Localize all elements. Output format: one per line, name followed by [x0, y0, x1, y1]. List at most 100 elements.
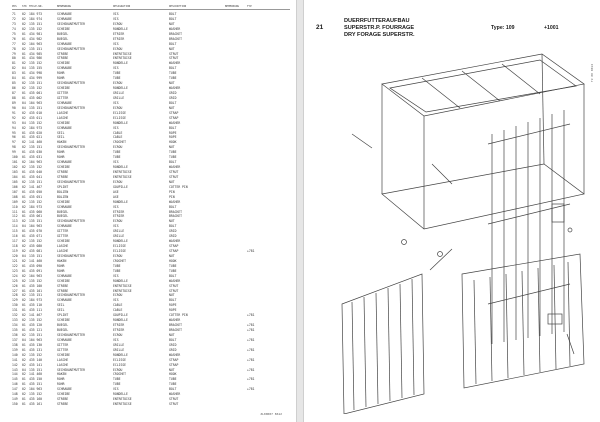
table-cell: 133: [12, 318, 18, 323]
table-cell: SECHSKANTMUTTER: [57, 105, 85, 110]
table-cell: SCHEIBE: [57, 61, 71, 66]
table-cell: SCHRAUBE: [57, 204, 72, 209]
table-cell: VIS: [113, 160, 119, 165]
table-cell: SEIL: [57, 308, 65, 313]
table-cell: WASHER: [169, 239, 181, 244]
table-cell: GRILLE: [113, 229, 125, 234]
table-cell: 184 973: [29, 204, 43, 209]
table-cell: STREBE: [57, 288, 69, 293]
table-cell: ENTRETOISE: [113, 174, 132, 179]
table-cell: BOLT: [169, 160, 177, 165]
table-cell: 04: [22, 337, 26, 342]
table-cell: TUBE: [113, 382, 121, 387]
table-cell: 434 999: [29, 76, 43, 81]
table-cell: 01: [22, 91, 26, 95]
table-cell: CABLE: [113, 308, 123, 313]
table-cell: 01: [22, 268, 26, 273]
table-cell: 135 151: [29, 293, 43, 298]
table-cell: SECHSKANTMUTTER: [57, 253, 85, 258]
table-cell: 115: [12, 229, 18, 234]
table-cell: SCHEIBE: [57, 352, 71, 357]
table-cell: STRUT: [169, 402, 179, 407]
table-cell: 72: [12, 16, 16, 21]
table-cell: ECROU: [113, 21, 123, 26]
table-cell: 184 973: [29, 125, 43, 130]
table-cell: +781: [247, 347, 255, 352]
table-cell: VIS: [113, 41, 119, 46]
table-cell: 93: [12, 120, 16, 125]
table-cell: BUEGEL: [57, 214, 69, 219]
table-cell: 01: [22, 377, 26, 382]
table-cell: 94: [12, 125, 16, 130]
table-cell: 01: [22, 323, 26, 328]
table-cell: BOLT: [169, 100, 177, 105]
table-cell: 104 963: [29, 224, 43, 229]
drawing-page: 21 DUERRFUTTERAUFBAU SUPERSTR.P. FOURRAG…: [303, 0, 600, 422]
table-cell: 117: [12, 239, 18, 244]
table-cell: VIS: [113, 100, 119, 105]
table-cell: ENTRETOISE: [113, 402, 132, 407]
table-cell: AXE: [113, 194, 119, 199]
table-cell: 135 151: [29, 332, 43, 337]
table-cell: 01: [22, 347, 26, 352]
fastener-part: [437, 251, 443, 257]
table-cell: GITTER: [57, 234, 69, 239]
table-cell: SECHSKANTMUTTER: [57, 46, 85, 51]
table-cell: BRACKET: [169, 31, 183, 36]
table-cell: 102: [12, 165, 18, 170]
table-cell: 109: [12, 199, 18, 204]
table-cell: RONDELLE: [113, 199, 128, 204]
table-cell: 71: [12, 12, 16, 16]
table-cell: BOLT: [169, 66, 177, 71]
table-cell: 02: [22, 46, 26, 51]
table-cell: 02: [22, 140, 26, 145]
table-cell: 02: [22, 145, 26, 150]
table-cell: 78: [12, 46, 16, 51]
table-cell: GOUPILLE: [113, 313, 128, 318]
table-cell: CABLE: [113, 130, 123, 135]
table-cell: BRACKET: [169, 36, 183, 41]
table-cell: NUT: [169, 81, 175, 86]
table-cell: WASHER: [169, 120, 181, 125]
table-cell: BOLZEN: [57, 194, 69, 199]
table-cell: 02: [22, 372, 26, 377]
table-cell: ECLISSE: [113, 357, 127, 362]
table-cell: ECROU: [113, 367, 123, 372]
table-cell: 184 974: [29, 16, 43, 21]
table-cell: SCHEIBE: [57, 318, 71, 323]
table-cell: 435 031: [29, 155, 43, 160]
table-cell: BRACKET: [169, 214, 183, 219]
table-cell: 135 151: [29, 46, 43, 51]
table-cell: ETRIER: [113, 36, 125, 41]
table-cell: 01: [22, 382, 26, 387]
table-cell: GITTER: [57, 342, 69, 347]
table-cell: BOLT: [169, 224, 177, 229]
table-cell: 184 973: [29, 12, 43, 16]
table-cell: ECLISSE: [113, 362, 127, 367]
table-cell: SCHRAUBE: [57, 273, 72, 278]
table-cell: SEIL: [57, 303, 65, 308]
table-cell: 141 460: [29, 372, 43, 377]
table-cell: 128: [12, 293, 18, 298]
table-cell: 435 021: [29, 135, 43, 140]
table-cell: BUEGEL: [57, 31, 69, 36]
table-cell: 435 050: [29, 189, 43, 194]
table-cell: 142: [12, 362, 18, 367]
table-cell: NUT: [169, 219, 175, 224]
table-cell: TUBE: [169, 150, 177, 155]
table-cell: 184 973: [29, 298, 43, 303]
table-cell: 134: [12, 323, 18, 328]
table-cell: STRUT: [169, 170, 179, 174]
